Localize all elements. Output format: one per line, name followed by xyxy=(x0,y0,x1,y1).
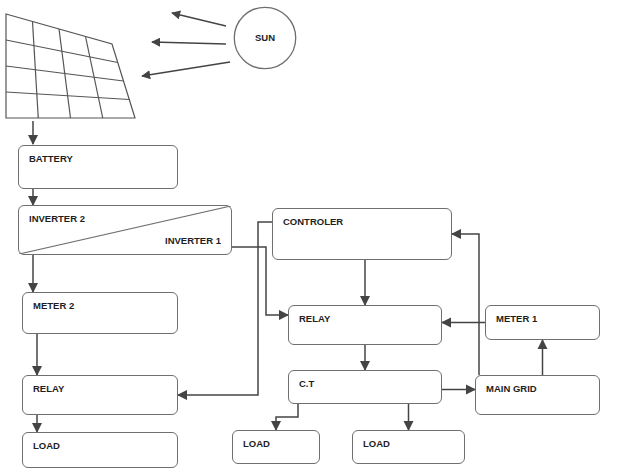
meter-box: METER 2 xyxy=(22,292,178,334)
panel-outline xyxy=(6,14,135,118)
flow-connector xyxy=(32,255,34,292)
grid-box: MAIN GRID xyxy=(475,375,600,415)
flow-connector xyxy=(32,189,34,205)
sun-outline xyxy=(234,7,295,68)
load-box: LOAD xyxy=(22,432,178,468)
panel-feed-arrow xyxy=(32,121,34,144)
meter-box: METER 1 xyxy=(485,305,600,340)
node-label: MAIN GRID xyxy=(486,383,537,395)
panel-grid-line xyxy=(6,66,124,81)
load-box: LOAD xyxy=(352,430,465,464)
flow-connector xyxy=(442,389,475,391)
node-label: LOAD xyxy=(363,438,390,450)
panel-grid-line xyxy=(6,92,129,100)
solar-panel xyxy=(6,14,135,118)
flow-connector xyxy=(408,404,410,430)
node-label: METER 1 xyxy=(496,313,537,325)
node-label: BATTERY xyxy=(29,153,73,165)
node-label: METER 2 xyxy=(33,300,74,312)
node-label: INVERTER 2 xyxy=(29,213,85,225)
flow-connector xyxy=(364,260,366,305)
panel-grid-line xyxy=(6,40,118,63)
node-label: LOAD xyxy=(243,438,270,450)
battery-box: BATTERY xyxy=(18,145,178,189)
node-label: INVERTER 1 xyxy=(165,235,221,247)
relay-box: RELAY xyxy=(22,375,178,415)
sun-ray-arrow xyxy=(142,62,230,76)
ct-box: C.T xyxy=(288,370,442,404)
sun-ray-arrow xyxy=(152,42,226,44)
sun-ray-arrow xyxy=(172,13,226,26)
flow-connector xyxy=(36,415,38,432)
diagonal-divider xyxy=(19,206,231,254)
flow-connector xyxy=(542,340,544,375)
sun-rays xyxy=(142,13,230,76)
sun-circle: SUN xyxy=(233,6,297,70)
node-label: RELAY xyxy=(33,383,64,395)
relay-box: RELAY xyxy=(288,305,442,345)
node-label: SUN xyxy=(255,32,275,44)
node-label: CONTROLER xyxy=(283,216,343,228)
node-label: RELAY xyxy=(299,313,330,325)
flow-connector xyxy=(276,404,298,430)
inverter-box: INVERTER 2 INVERTER 1 xyxy=(18,205,232,255)
node-label: C.T xyxy=(299,378,314,390)
load-box: LOAD xyxy=(232,430,320,464)
flow-connector xyxy=(364,345,366,370)
controller-box: CONTROLER xyxy=(272,208,452,260)
flow-connector xyxy=(36,334,38,375)
node-label: LOAD xyxy=(33,440,60,452)
flow-connector xyxy=(452,234,479,375)
